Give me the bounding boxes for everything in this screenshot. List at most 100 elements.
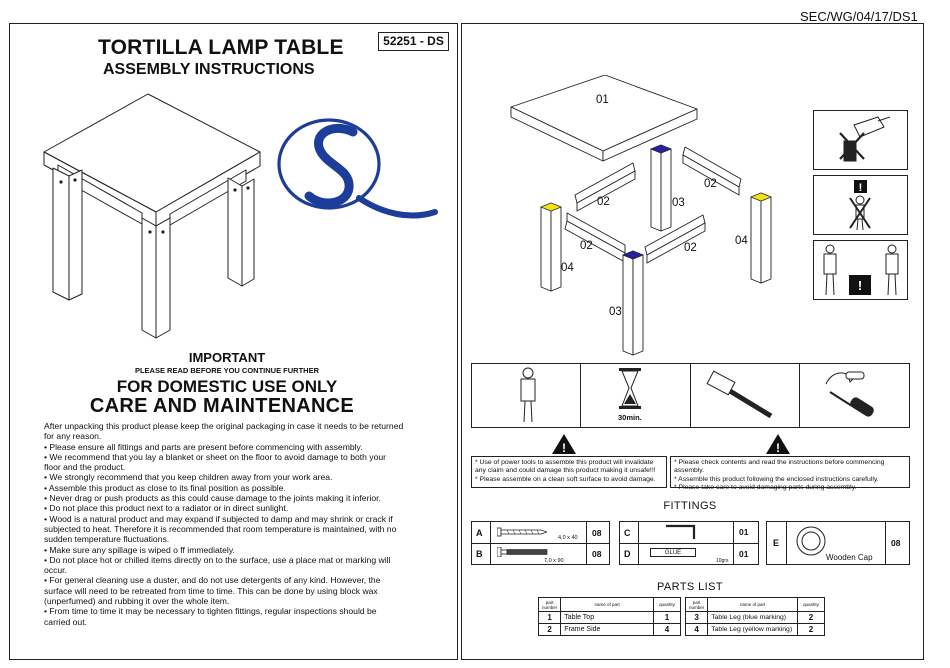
fittings-title: FITTINGS xyxy=(663,500,717,512)
wooden-cap-icon xyxy=(796,526,826,556)
part-label: 02 xyxy=(580,240,593,252)
two-person-panel: ! xyxy=(813,240,908,300)
parts-header: quantity xyxy=(653,597,681,612)
warning-line: * Assemble this product following the en… xyxy=(674,475,879,483)
fitting-quantity: 01 xyxy=(739,527,749,537)
allen-key-icon xyxy=(666,524,696,539)
screwdriver-icon xyxy=(825,371,874,417)
part-label: 04 xyxy=(735,235,748,247)
warning-triangle-icon: ! xyxy=(552,434,576,455)
care-paragraph: • Do not place this product next to a ra… xyxy=(44,503,289,514)
care-paragraph: • Never drag or push products as this co… xyxy=(44,493,381,504)
important-heading: IMPORTANT xyxy=(188,350,266,365)
document-reference: SEC/WG/04/17/DS1 xyxy=(800,9,918,24)
part-label: 02 xyxy=(597,196,610,208)
care-paragraph: • For general cleaning use a duster, and… xyxy=(44,575,381,607)
care-paragraph: • Assemble this product as close to its … xyxy=(44,482,286,493)
table-row: 2 Frame Side 4 xyxy=(537,623,681,636)
svg-text:!: ! xyxy=(859,182,863,194)
sq-logo xyxy=(277,118,438,219)
assembly-time: 30min. xyxy=(618,413,642,422)
part-quantity: 2 xyxy=(797,611,825,624)
parts-table-right: part number name of part quantity 3 Tabl… xyxy=(684,597,825,636)
part-label: 02 xyxy=(704,178,717,190)
fitting-letter: C xyxy=(624,528,631,538)
part-number: 1 xyxy=(537,611,562,624)
product-code-box: 52251 - DS xyxy=(378,32,449,51)
glue-weight: 10grs xyxy=(716,558,729,564)
part-name: Table Leg (blue marking) xyxy=(707,611,798,624)
svg-text:!: ! xyxy=(562,441,566,455)
warning-line: * Please assemble on a clean soft surfac… xyxy=(475,475,656,483)
parts-list-title: PARTS LIST xyxy=(657,581,723,593)
important-subheading: PLEASE READ BEFORE YOU CONTINUE FURTHER xyxy=(134,366,320,375)
care-paragraph: • Do not place hot or chilled items dire… xyxy=(44,554,391,576)
table-row: 3 Table Leg (blue marking) 2 xyxy=(684,611,825,624)
glue-bottle: GLUE xyxy=(650,548,696,557)
no-child-panel: ! xyxy=(813,175,908,235)
table-row: 1 Table Top 1 xyxy=(537,611,681,624)
parts-header: quantity xyxy=(797,597,825,612)
part-name: Table Top xyxy=(560,611,654,624)
care-paragraph: • Please ensure all fittings and parts a… xyxy=(44,441,363,452)
exploded-view-diagram xyxy=(510,75,772,356)
fitting-e-box xyxy=(766,521,910,565)
parts-header: part number xyxy=(684,597,709,612)
care-maintenance-heading: CARE AND MAINTENANCE xyxy=(89,395,355,417)
no-power-tools-panel xyxy=(813,110,908,170)
hammer-icon xyxy=(706,370,773,419)
part-label: 04 xyxy=(561,262,574,274)
domestic-use-heading: FOR DOMESTIC USE ONLY xyxy=(116,377,338,396)
part-quantity: 2 xyxy=(797,623,825,636)
part-number: 4 xyxy=(684,623,709,636)
part-label: 02 xyxy=(684,242,697,254)
part-number: 3 xyxy=(684,611,709,624)
warning-line: * Please check contents and read the ins… xyxy=(674,459,885,475)
fitting-size: 7,0 x 90 xyxy=(544,558,564,564)
care-paragraph: • From time to time it may be necessary … xyxy=(44,606,377,627)
bolt-icon xyxy=(497,547,548,557)
fitting-size: 4,0 x 40 xyxy=(558,535,578,541)
screw-icon xyxy=(497,527,547,537)
fitting-letter: D xyxy=(624,549,631,559)
part-name: Frame Side xyxy=(560,623,654,636)
part-label: 03 xyxy=(609,306,622,318)
wooden-cap-label: Wooden Cap xyxy=(826,553,873,562)
fitting-letter: A xyxy=(476,528,483,538)
part-quantity: 1 xyxy=(653,611,681,624)
parts-header: part number xyxy=(537,597,562,612)
svg-text:!: ! xyxy=(776,441,780,455)
product-subtitle: ASSEMBLY INSTRUCTIONS xyxy=(103,61,315,78)
care-paragraph: • Wood is a natural product and may expa… xyxy=(44,513,397,545)
part-name: Table Leg (yellow marking) xyxy=(707,623,798,636)
warning-box-left: * Use of power tools to assemble this pr… xyxy=(471,456,667,488)
left-page-frame xyxy=(9,23,458,660)
fitting-quantity: 08 xyxy=(891,538,901,548)
fitting-letter: E xyxy=(773,538,780,548)
care-paragraph: • We strongly recommend that you keep ch… xyxy=(44,472,333,483)
warning-box-right: * Please check contents and read the ins… xyxy=(670,456,910,491)
warning-line: * Use of power tools to assemble this pr… xyxy=(475,459,654,466)
warning-line: * Please take care to avoid damaging par… xyxy=(674,484,857,492)
two-person-icon: ! xyxy=(823,244,899,296)
fitting-quantity: 08 xyxy=(592,528,602,538)
svg-text:!: ! xyxy=(858,278,862,293)
care-paragraph: • We recommend that you lay a blanket or… xyxy=(44,451,387,473)
right-page-frame xyxy=(461,23,924,660)
part-quantity: 4 xyxy=(653,623,681,636)
warning-triangle-icon: ! xyxy=(766,434,790,455)
power-drill-icon xyxy=(839,116,891,162)
warning-child-icon: ! xyxy=(849,180,871,231)
parts-header: name of part xyxy=(560,597,654,612)
parts-header: name of part xyxy=(707,597,798,612)
fitting-letter: B xyxy=(476,549,483,559)
person-icon xyxy=(520,367,536,423)
care-paragraph: • Make sure any spillage is wiped o ff i… xyxy=(44,544,235,555)
lamp-table-illustration xyxy=(43,93,261,339)
part-label: 01 xyxy=(596,94,609,106)
fitting-quantity: 01 xyxy=(739,549,749,559)
part-number: 2 xyxy=(537,623,562,636)
fitting-quantity: 08 xyxy=(592,549,602,559)
part-label: 03 xyxy=(672,197,685,209)
product-title: TORTILLA LAMP TABLE xyxy=(98,36,344,59)
